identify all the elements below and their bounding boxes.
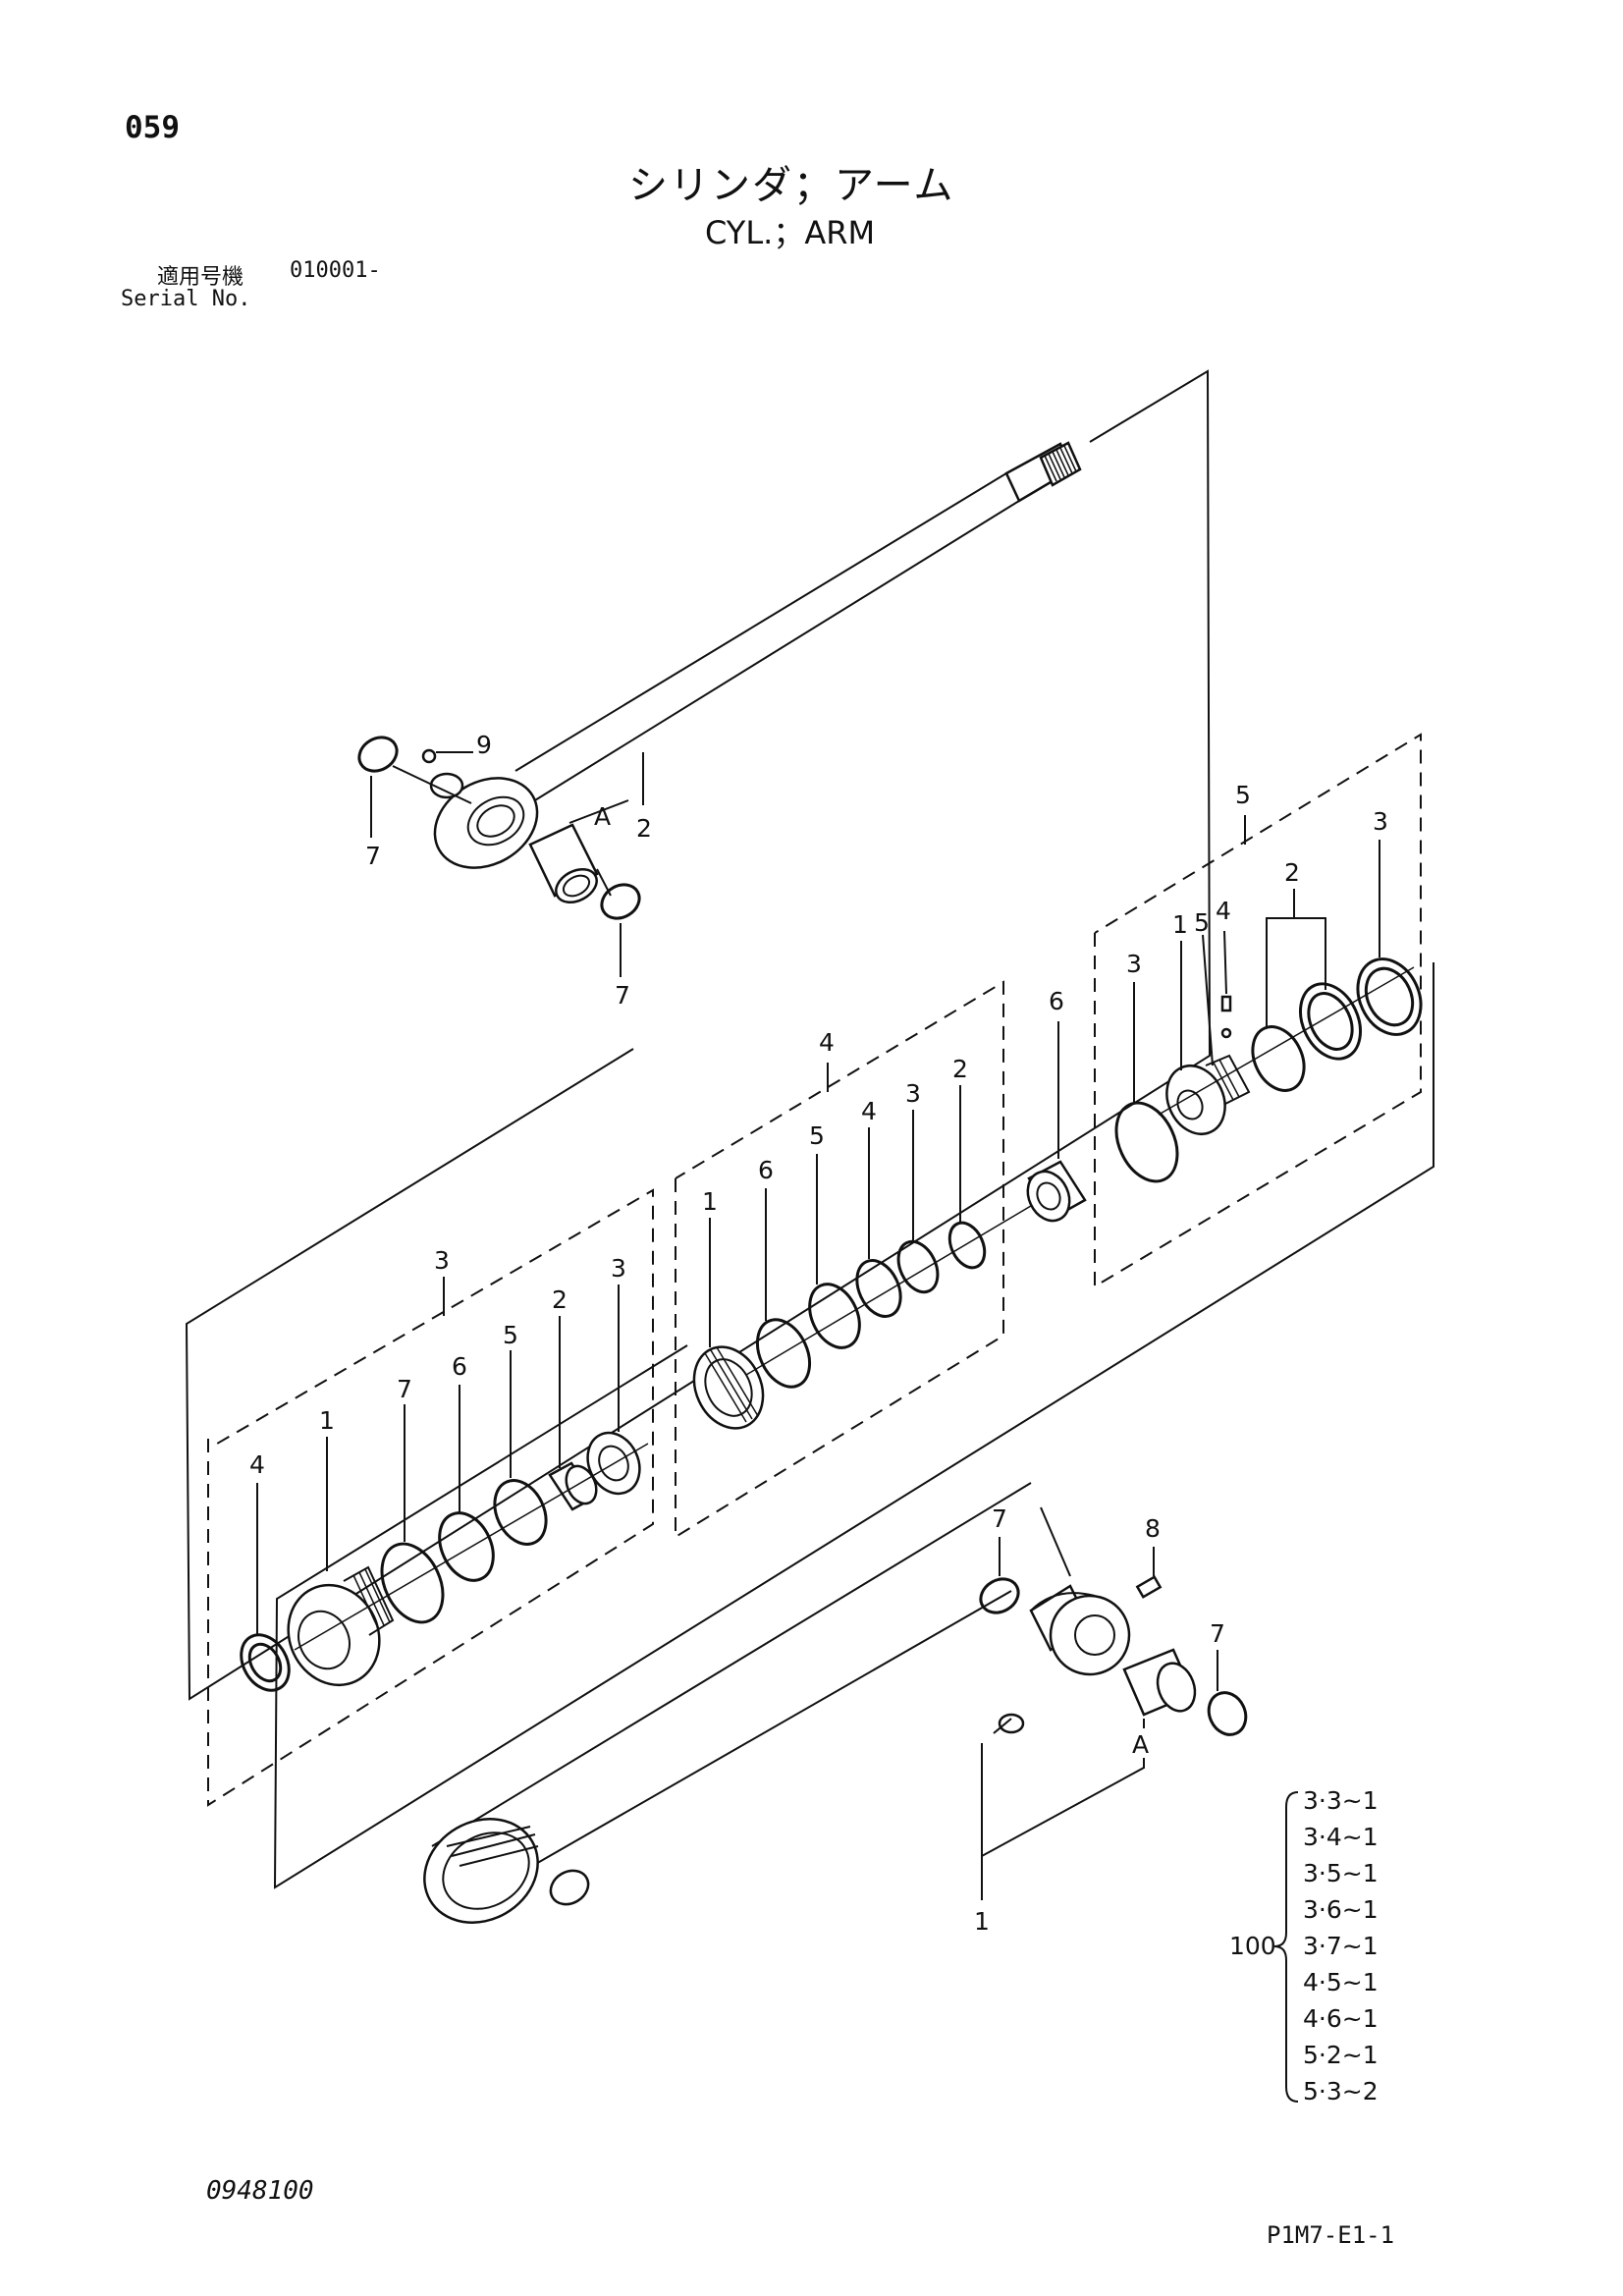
callout-6-g3: 6 bbox=[452, 1352, 467, 1381]
group-5-dashed-boundary bbox=[1094, 733, 1422, 1288]
document-number: 0948100 bbox=[206, 2176, 314, 2206]
callout-8: 8 bbox=[1145, 1514, 1161, 1543]
callout-3-g5-left: 3 bbox=[1126, 950, 1142, 978]
seal-kit-100: 100 3·3~1 3·4~1 3·5~1 3·6~1 3·7~1 4·5~1 … bbox=[1229, 1786, 1379, 2105]
callout-6-g5: 6 bbox=[1049, 987, 1064, 1015]
tube-side-port bbox=[998, 1713, 1025, 1734]
callout-a-tube: A bbox=[1132, 1730, 1149, 1759]
kit-brace bbox=[1273, 1791, 1299, 2103]
piston-assembly-group-4: 4 1 6 5 4 3 2 bbox=[675, 980, 1042, 1539]
rod-eye bbox=[433, 777, 539, 869]
ring-3-g4 bbox=[896, 1239, 940, 1294]
piston-rod-section: 9 A 2 7 7 bbox=[185, 369, 1212, 1701]
kit-item: 3·5~1 bbox=[1303, 1859, 1379, 1887]
ring-5-g4 bbox=[808, 1283, 861, 1349]
callout-1-g4: 1 bbox=[702, 1187, 718, 1216]
callout-5-g5: 5 bbox=[1194, 908, 1210, 937]
callout-1-g3: 1 bbox=[319, 1406, 335, 1435]
kit-item: 4·6~1 bbox=[1303, 2004, 1379, 2033]
callout-4-group: 4 bbox=[819, 1028, 835, 1057]
kit-item: 5·2~1 bbox=[1303, 2041, 1379, 2069]
callout-7-rod-lower: 7 bbox=[615, 981, 630, 1010]
serial-number-value: 010001- bbox=[290, 258, 381, 283]
callout-1-g5: 1 bbox=[1172, 910, 1188, 939]
kit-item: 3·4~1 bbox=[1303, 1823, 1379, 1851]
rod-shaft-bottom-edge bbox=[529, 500, 1020, 804]
serial-label-english: Serial No. bbox=[121, 287, 251, 311]
grease-fitting-8 bbox=[1135, 1575, 1163, 1599]
rod-group-boundary bbox=[185, 369, 1212, 1701]
ring-3-g5-right bbox=[1356, 957, 1423, 1036]
page-title-english: CYL.；ARM bbox=[705, 214, 876, 251]
callout-4-g5: 4 bbox=[1216, 897, 1231, 925]
callout-5-group: 5 bbox=[1235, 781, 1251, 809]
tube-bore-opening bbox=[423, 1818, 539, 1924]
ring-4-g4 bbox=[855, 1259, 902, 1318]
callout-2-g3: 2 bbox=[552, 1285, 568, 1314]
kit-item: 5·3~2 bbox=[1303, 2077, 1379, 2105]
page-title-japanese: シリンダ；アーム bbox=[628, 163, 955, 208]
callout-4-g4: 4 bbox=[861, 1097, 877, 1125]
ring-6-g4 bbox=[755, 1318, 812, 1389]
ring-2-g5-b bbox=[1299, 982, 1362, 1061]
callout-7-tube-left: 7 bbox=[992, 1504, 1007, 1533]
seal-5-g3 bbox=[493, 1479, 548, 1546]
group-3-dashed-boundary bbox=[207, 1188, 654, 1807]
kit-number: 100 bbox=[1229, 1932, 1276, 1960]
page-number: 059 bbox=[125, 110, 180, 145]
callout-1-tube: 1 bbox=[974, 1907, 990, 1936]
callout-9: 9 bbox=[476, 731, 492, 759]
rod-shaft-top-edge bbox=[514, 472, 1007, 772]
snap-ring-7-tube-right bbox=[1207, 1691, 1248, 1736]
snap-ring-7-upper bbox=[357, 736, 399, 773]
callout-3-g3-right: 3 bbox=[611, 1254, 626, 1283]
group-4-dashed-boundary bbox=[675, 980, 1004, 1539]
callout-a-rod: A bbox=[594, 802, 611, 831]
callout-2-rod: 2 bbox=[636, 814, 652, 843]
callout-7-rod-upper: 7 bbox=[365, 842, 381, 870]
ring-2-g4 bbox=[947, 1221, 987, 1270]
dust-wiper-4 bbox=[240, 1633, 291, 1692]
callout-7-tube-right: 7 bbox=[1210, 1619, 1225, 1648]
snap-ring-7-tube-left bbox=[979, 1577, 1020, 1614]
tube-port-boss bbox=[549, 1869, 590, 1906]
plate-identifier: P1M7-E1-1 bbox=[1267, 2221, 1395, 2249]
callout-7-g3: 7 bbox=[397, 1375, 412, 1403]
kit-item: 3·6~1 bbox=[1303, 1895, 1379, 1924]
piston-1-g4 bbox=[692, 1345, 765, 1430]
callout-2-g5: 2 bbox=[1284, 858, 1300, 887]
callout-6-g4: 6 bbox=[758, 1156, 774, 1184]
snap-ring-7-lower bbox=[600, 883, 641, 920]
steel-ball-4 bbox=[1220, 1027, 1232, 1039]
grease-fitting-9 bbox=[421, 748, 437, 764]
tube-group-boundary bbox=[273, 962, 1434, 1889]
callout-5-g3: 5 bbox=[503, 1321, 518, 1349]
callout-3-g5-right: 3 bbox=[1373, 807, 1388, 836]
grease-fitting-boss bbox=[429, 772, 464, 799]
kit-item: 3·3~1 bbox=[1303, 1786, 1379, 1815]
callout-3-g4: 3 bbox=[905, 1079, 921, 1108]
kit-item: 4·5~1 bbox=[1303, 1968, 1379, 1996]
cylinder-tube-section: 7 7 8 A 1 bbox=[273, 962, 1434, 1936]
ring-3-g5-left bbox=[1114, 1101, 1179, 1183]
callout-3-group: 3 bbox=[434, 1246, 450, 1275]
kit-item: 3·7~1 bbox=[1303, 1932, 1379, 1960]
cushion-assembly-group-5: 5 6 3 1 5 4 2 3 bbox=[1026, 733, 1423, 1288]
rod-thread-end bbox=[1039, 441, 1082, 487]
ring-2-g5-a bbox=[1251, 1025, 1306, 1092]
head-assembly-group-3: 3 4 1 7 6 5 2 3 bbox=[207, 1188, 654, 1807]
serial-label-japanese: 適用号機 bbox=[157, 265, 244, 290]
tube-eye bbox=[1049, 1594, 1131, 1676]
callout-2-g4: 2 bbox=[952, 1055, 968, 1083]
o-ring-7-g3 bbox=[380, 1542, 445, 1624]
set-screw-5 bbox=[1220, 995, 1232, 1012]
cylinder-head-1 bbox=[287, 1583, 381, 1687]
callout-4-g3: 4 bbox=[249, 1450, 265, 1479]
callout-5-g4: 5 bbox=[809, 1121, 825, 1150]
